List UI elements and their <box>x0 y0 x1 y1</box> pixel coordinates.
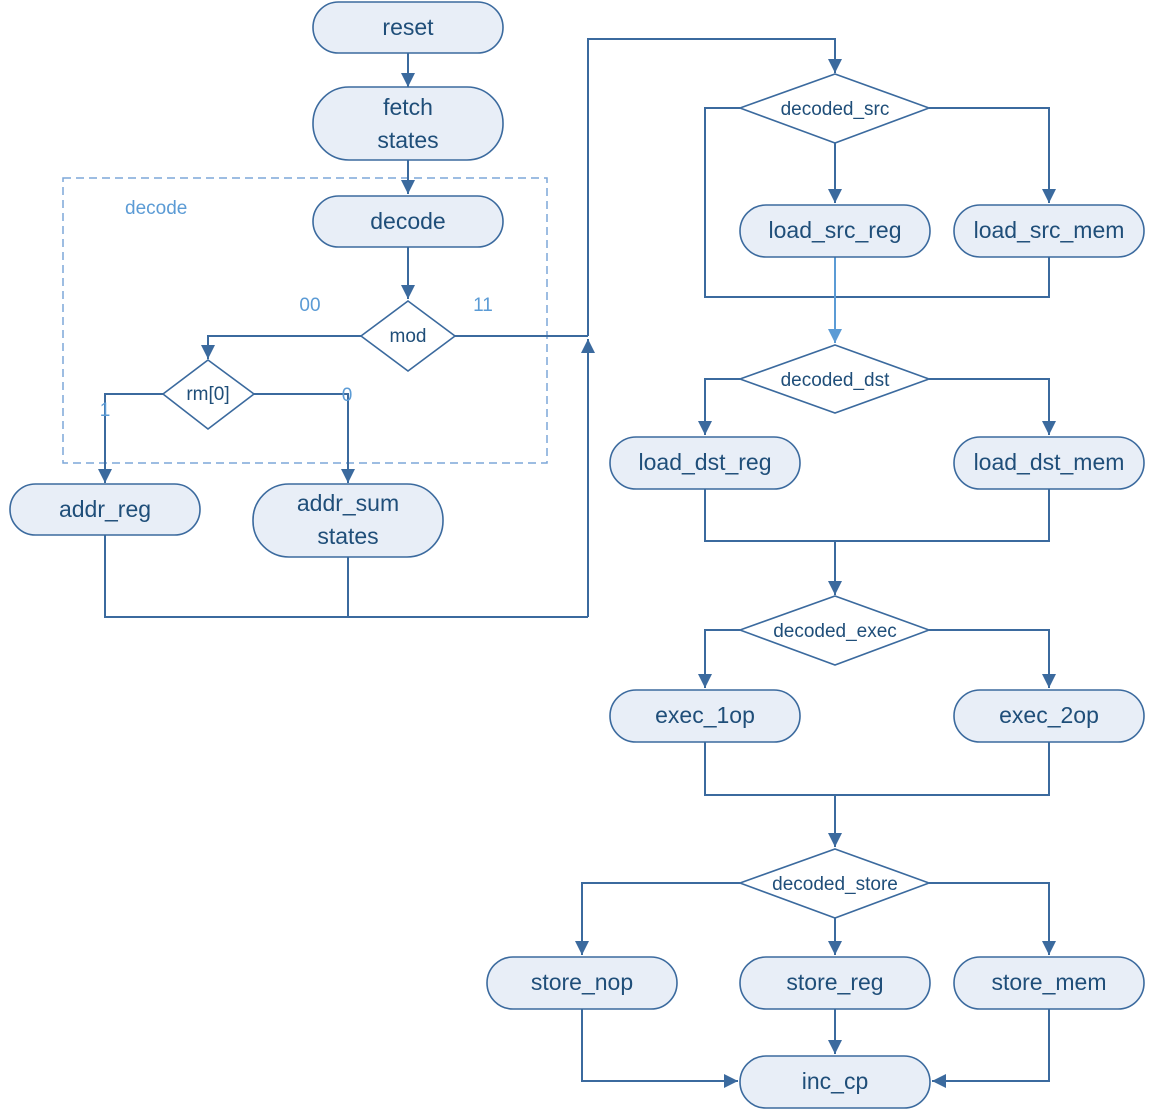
node-load-dst-mem-label: load_dst_mem <box>974 449 1125 475</box>
node-load-src-mem-label: load_src_mem <box>974 217 1125 243</box>
edge-mem-inc <box>932 1009 1050 1088</box>
decision-rm0[interactable]: rm[0] <box>161 359 256 431</box>
decision-decoded-dst-label: decoded_dst <box>781 370 891 391</box>
edge-to-decoded-src <box>587 38 842 336</box>
node-store-mem[interactable]: store_mem <box>953 956 1145 1010</box>
edge-store-nop <box>575 882 740 955</box>
edge-src-mem <box>929 107 1056 203</box>
edge-store-mem <box>929 882 1056 955</box>
edge-dst-join <box>704 489 1050 542</box>
node-exec-2op[interactable]: exec_2op <box>953 689 1145 743</box>
node-load-dst-mem[interactable]: load_dst_mem <box>953 436 1145 490</box>
node-load-dst-reg[interactable]: load_dst_reg <box>609 436 801 490</box>
edge-dst-mem <box>929 378 1056 435</box>
node-load-src-reg[interactable]: load_src_reg <box>739 204 931 258</box>
label-rm-1: 1 <box>100 400 111 421</box>
node-decode-label: decode <box>370 208 445 234</box>
decode-group-box <box>62 177 548 464</box>
node-load-src-mem[interactable]: load_src_mem <box>953 204 1145 258</box>
decision-mod[interactable]: mod <box>359 300 457 372</box>
edge-addr-reg-join <box>104 535 588 618</box>
node-load-dst-reg-label: load_dst_reg <box>639 449 772 475</box>
decision-decoded-src[interactable]: decoded_src <box>737 73 932 144</box>
node-exec-1op[interactable]: exec_1op <box>609 689 801 743</box>
edge-exec-join <box>704 742 1050 796</box>
decision-rm0-label: rm[0] <box>186 384 229 405</box>
edge-mod-00 <box>201 335 361 359</box>
decode-group-label: decode <box>125 198 187 219</box>
node-store-nop-label: store_nop <box>531 969 633 995</box>
node-addr-sum-states[interactable]: addr_sum states <box>252 483 444 558</box>
label-mod-00: 00 <box>299 295 320 316</box>
node-addr-reg-label: addr_reg <box>59 496 151 522</box>
label-mod-11: 11 <box>473 295 493 316</box>
node-fetch-label-1: fetch <box>383 94 433 120</box>
node-store-mem-label: store_mem <box>991 969 1106 995</box>
node-inc-cp[interactable]: inc_cp <box>739 1055 931 1109</box>
decision-mod-label: mod <box>390 326 427 347</box>
node-load-src-reg-label: load_src_reg <box>769 217 902 243</box>
node-fetch-states[interactable]: fetch states <box>312 86 504 161</box>
node-reset-label: reset <box>382 14 434 40</box>
edge-exec-2op <box>929 629 1056 688</box>
decision-decoded-store[interactable]: decoded_store <box>737 848 932 919</box>
node-decode[interactable]: decode <box>312 195 504 248</box>
node-addr-sum-label-1: addr_sum <box>297 490 399 516</box>
label-rm-0: 0 <box>342 385 353 406</box>
edge-rm-1 <box>98 393 163 483</box>
node-store-nop[interactable]: store_nop <box>486 956 678 1010</box>
node-store-reg[interactable]: store_reg <box>739 956 931 1010</box>
edge-dst-reg <box>698 378 740 435</box>
node-store-reg-label: store_reg <box>786 969 883 995</box>
edge-src-bypass <box>704 107 1050 298</box>
node-addr-reg[interactable]: addr_reg <box>9 483 201 536</box>
decision-decoded-dst[interactable]: decoded_dst <box>737 344 932 414</box>
node-exec-1op-label: exec_1op <box>655 702 755 728</box>
decision-decoded-store-label: decoded_store <box>772 874 898 895</box>
node-exec-2op-label: exec_2op <box>999 702 1099 728</box>
node-addr-sum-label-2: states <box>317 523 378 549</box>
edge-exec-1op <box>698 629 740 688</box>
edge-nop-inc <box>581 1009 738 1088</box>
node-inc-cp-label: inc_cp <box>802 1068 868 1094</box>
decision-decoded-exec[interactable]: decoded_exec <box>737 595 932 666</box>
decision-decoded-exec-label: decoded_exec <box>773 621 897 642</box>
node-reset[interactable]: reset <box>312 1 504 54</box>
decision-decoded-src-label: decoded_src <box>781 99 890 120</box>
node-fetch-label-2: states <box>377 127 438 153</box>
edge-rm-0 <box>254 393 355 483</box>
